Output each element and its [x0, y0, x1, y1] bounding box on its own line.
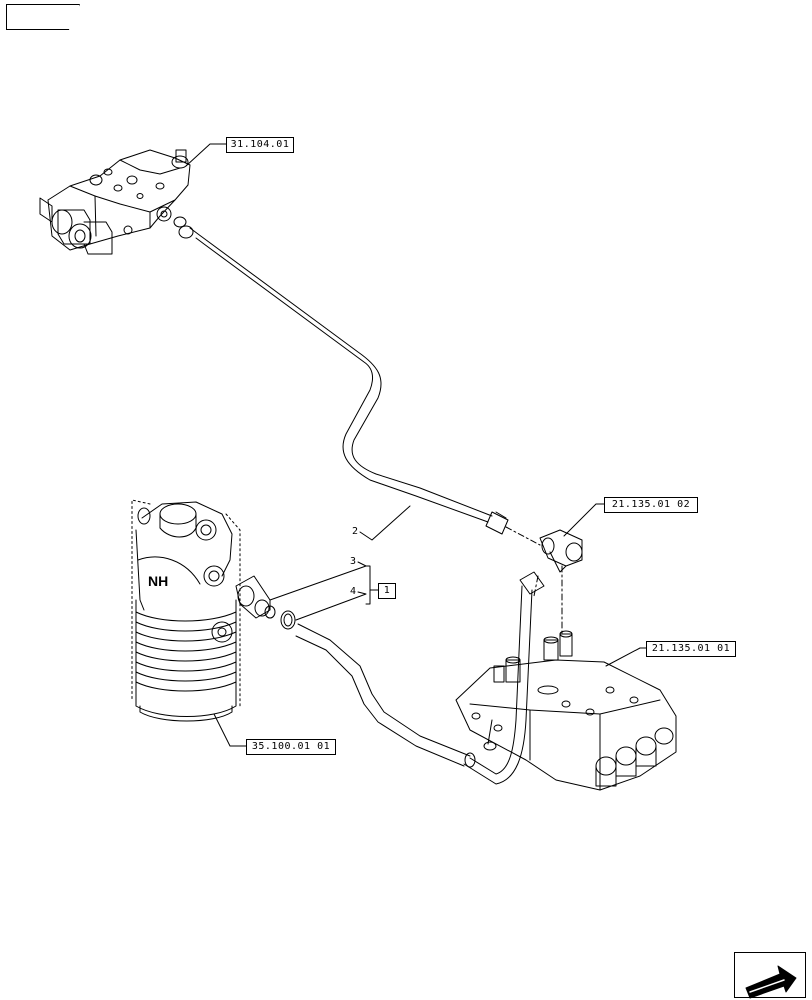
leader-lines: [185, 143, 647, 747]
valve-block: [455, 630, 677, 791]
svg-text:NH: NH: [148, 573, 168, 589]
arrow-forward-page-icon: [745, 965, 797, 999]
callout-item-2: 2: [352, 526, 359, 537]
ref-35-100-01-01[interactable]: 35.100.01 01: [246, 739, 336, 755]
previous-page-button[interactable]: [6, 4, 80, 30]
control-valve-top: [39, 149, 194, 255]
callout-item-3: 3: [350, 556, 357, 567]
ref-21-135-01-02[interactable]: 21.135.01 02: [604, 497, 698, 513]
pipe-item-2: [189, 227, 509, 535]
next-page-button[interactable]: [734, 952, 806, 998]
filter-assembly: NH: [131, 499, 241, 722]
tee-fitting: [505, 526, 583, 637]
ref-31-104-01[interactable]: 31.104.01: [226, 137, 294, 153]
callout-item-4: 4: [350, 586, 357, 597]
hose-adapter-and-clamp: [235, 575, 476, 768]
return-pipe: [463, 571, 545, 785]
callout-item-1-box[interactable]: 1: [378, 583, 396, 599]
ref-21-135-01-01[interactable]: 21.135.01 01: [646, 641, 736, 657]
